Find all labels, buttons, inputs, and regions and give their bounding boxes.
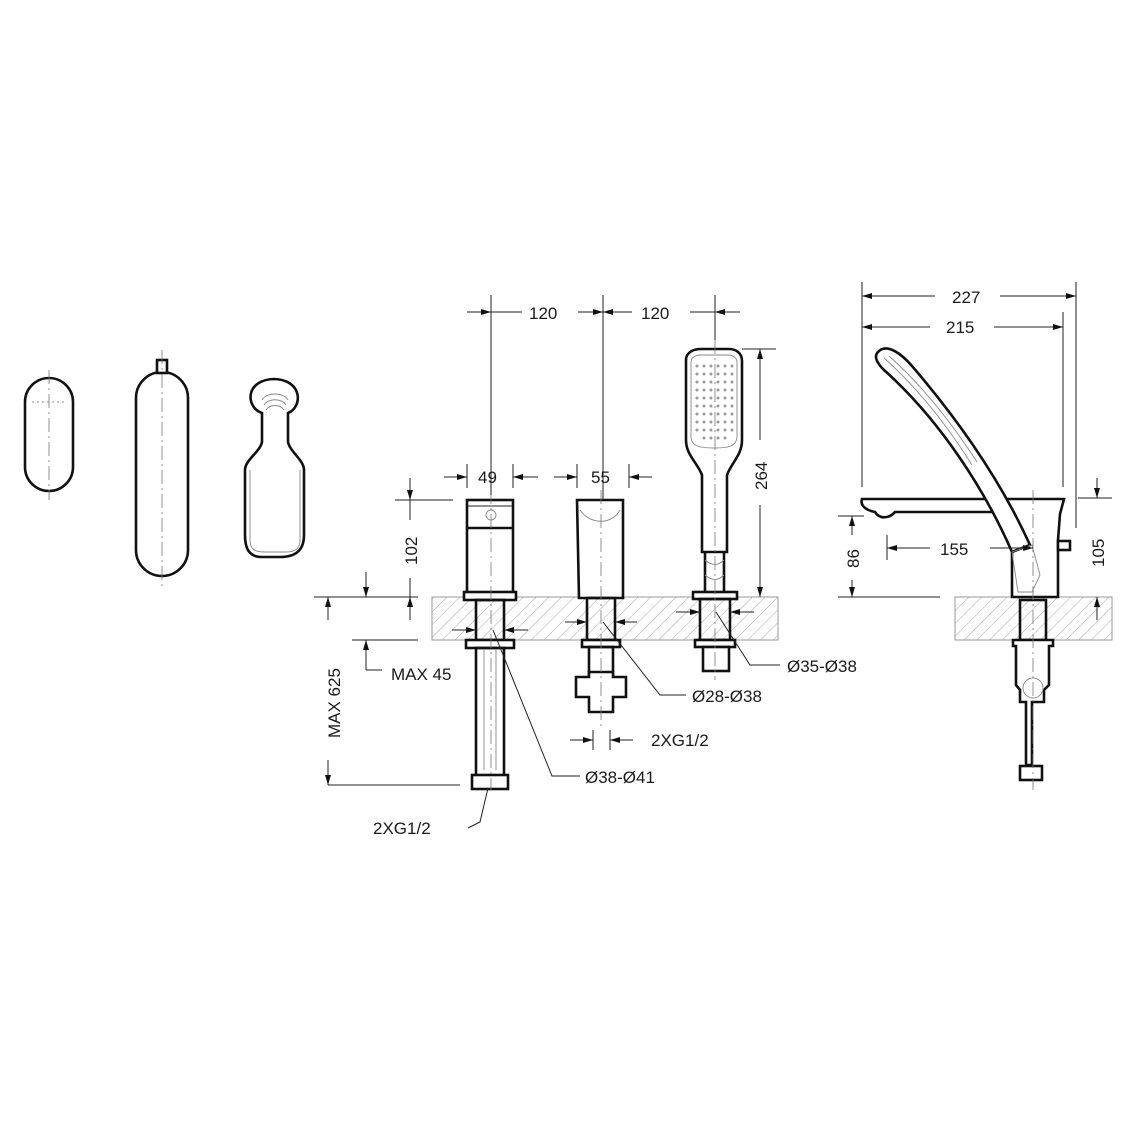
handshower-body xyxy=(684,340,744,680)
side-deck-section xyxy=(954,596,1113,641)
dim-spout-width: 55 xyxy=(591,468,610,487)
dimension-labels: 120 120 49 55 102 MAX 45 MAX 625 Ø38-Ø41… xyxy=(325,288,1108,838)
side-handshower xyxy=(874,347,1032,554)
dim-connection-lever: 2XG1/2 xyxy=(373,819,431,838)
dimension-lines xyxy=(314,282,1112,829)
dim-spout-projection: 155 xyxy=(940,540,968,559)
dim-shower-reach: 215 xyxy=(946,318,974,337)
dim-connection-spout: 2XG1/2 xyxy=(651,731,709,750)
spout-top-view xyxy=(134,350,190,586)
dim-hole-spout: Ø28-Ø38 xyxy=(692,687,762,706)
dim-lever-height: 102 xyxy=(402,537,421,565)
front-elevation xyxy=(431,340,779,791)
lever-top-view xyxy=(23,370,75,500)
dim-spout-clearance: 86 xyxy=(844,549,863,568)
spout-body xyxy=(574,490,628,730)
spray-nozzles xyxy=(695,364,734,440)
dim-max-length: MAX 625 xyxy=(325,668,344,738)
dim-max-deck: MAX 45 xyxy=(391,665,451,684)
dim-hole-lever: Ø38-Ø41 xyxy=(585,768,655,787)
dim-spacing-1: 120 xyxy=(529,304,557,323)
lever-body xyxy=(462,490,518,791)
dim-hole-shower: Ø35-Ø38 xyxy=(787,657,857,676)
dim-side-height: 105 xyxy=(1089,539,1108,567)
handshower-top-view xyxy=(243,377,306,559)
side-elevation xyxy=(860,347,1113,790)
dim-lever-width: 49 xyxy=(478,468,497,487)
dim-handshower-height: 264 xyxy=(752,462,771,490)
dim-spacing-2: 120 xyxy=(641,304,669,323)
deck-section xyxy=(431,596,779,641)
dim-overall-depth: 227 xyxy=(952,288,980,307)
